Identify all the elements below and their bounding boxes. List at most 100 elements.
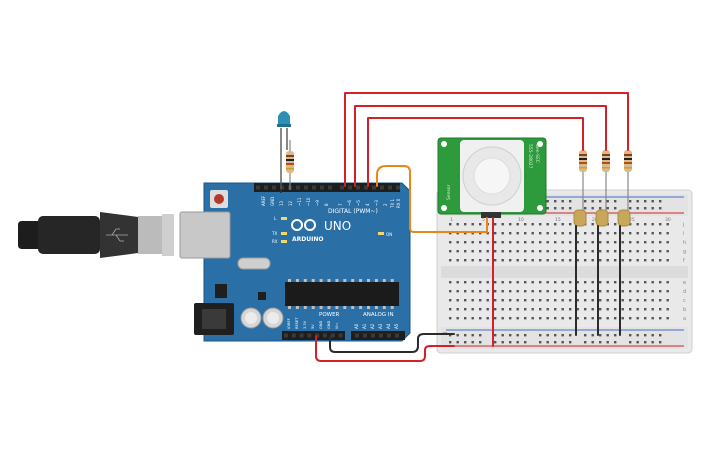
breadboard-hole [561, 250, 564, 253]
pin-label: A2 [370, 323, 375, 329]
breadboard-hole [554, 259, 557, 262]
breadboard-hole [621, 290, 624, 293]
rail-hole [636, 341, 639, 344]
breadboard-hole [546, 232, 549, 235]
power-pin-labels: IOREF RESET 3.3V 5V GND GND Vin [287, 317, 339, 329]
resistor-body [602, 150, 610, 172]
breadboard-hole [561, 299, 564, 302]
breadboard-hole [659, 308, 662, 311]
yellow-led[interactable] [617, 209, 631, 227]
breadboard-hole [494, 281, 497, 284]
breadboard-hole [539, 241, 542, 244]
breadboard-hole [636, 299, 639, 302]
column-number: 15 [555, 217, 561, 223]
usb-cable[interactable] [18, 212, 174, 258]
breadboard-hole [584, 232, 587, 235]
breadboard-hole [644, 259, 647, 262]
breadboard-hole [621, 250, 624, 253]
breadboard-hole [531, 317, 534, 320]
resistor[interactable] [286, 140, 294, 190]
usb-connector-tip [162, 214, 174, 256]
header-pin [338, 333, 343, 338]
resistor-band [602, 162, 610, 164]
breadboard-hole [456, 281, 459, 284]
breadboard-hole [606, 250, 609, 253]
breadboard-hole [561, 317, 564, 320]
breadboard-hole [591, 290, 594, 293]
resistor[interactable] [579, 148, 587, 212]
orange-wire[interactable] [376, 165, 488, 233]
breadboard-hole [494, 223, 497, 226]
breadboard-hole [539, 281, 542, 284]
breadboard-hole [486, 250, 489, 253]
breadboard-hole [636, 259, 639, 262]
header-pin [388, 185, 392, 190]
header-pin [371, 333, 375, 338]
rail-hole [524, 334, 527, 337]
breadboard-hole [651, 223, 654, 226]
breadboard-hole [584, 281, 587, 284]
rail-hole [501, 341, 504, 344]
chip-pin [311, 279, 315, 282]
rail-hole [591, 200, 594, 203]
red-wire[interactable] [367, 117, 584, 187]
rail-hole [456, 334, 459, 337]
breadboard-hole [524, 308, 527, 311]
breadboard-hole [629, 250, 632, 253]
rail-hole [591, 341, 594, 344]
resistor[interactable] [602, 148, 610, 212]
rail-hole [494, 341, 497, 344]
pin-label: GND [270, 197, 275, 206]
rail-hole [629, 200, 632, 203]
rail-hole [659, 341, 662, 344]
breadboard-hole [449, 317, 452, 320]
led-rx [281, 240, 287, 243]
chip-pin [343, 306, 347, 309]
breadboard-hole [486, 308, 489, 311]
rail-hole [606, 341, 609, 344]
pin-label: Vin [335, 323, 339, 329]
header-pin [395, 333, 399, 338]
yellow-led[interactable] [573, 209, 587, 227]
analog-header [351, 331, 405, 340]
breadboard-hole [599, 317, 602, 320]
arduino-uno-board[interactable]: AREF GND 13 12 ~11 ~10 ~9 8 7 ~6 ~5 4 ~3… [179, 182, 411, 342]
breadboard-hole [516, 281, 519, 284]
breadboard-hole [554, 250, 557, 253]
breadboard-hole [479, 223, 482, 226]
breadboard-hole [471, 299, 474, 302]
black-ground-wire[interactable] [329, 333, 455, 353]
analog-pin-labels: A0 A1 A2 A3 A4 A5 [354, 323, 399, 329]
breadboard-hole [561, 223, 564, 226]
chip-pin [351, 279, 355, 282]
rail-hole [449, 334, 452, 337]
breadboard-hole [486, 290, 489, 293]
breadboard-hole [501, 259, 504, 262]
mount-hole [441, 205, 447, 211]
red-wire[interactable] [354, 105, 607, 187]
resistor-body [286, 151, 294, 173]
breadboard-hole [509, 308, 512, 311]
reset-button-cap[interactable] [214, 194, 224, 204]
breadboard-hole [449, 281, 452, 284]
breadboard-hole [666, 317, 669, 320]
rail-hole [614, 200, 617, 203]
digital-pin-labels: AREF GND 13 12 ~11 ~10 ~9 8 7 ~6 ~5 4 ~3… [261, 195, 401, 209]
power-jack-inner [202, 309, 226, 329]
breadboard-hole [614, 259, 617, 262]
rail-hole [644, 341, 647, 344]
resistor[interactable] [624, 148, 632, 212]
resistor-band [602, 167, 610, 169]
small-chip [258, 292, 266, 300]
blue-led[interactable] [277, 111, 291, 190]
red-power-wire[interactable] [315, 335, 455, 362]
breadboard-hole [621, 241, 624, 244]
breadboard-hole [509, 281, 512, 284]
row-letters: j i h g f e d c b a [682, 222, 686, 322]
yellow-led[interactable] [595, 209, 609, 227]
rail-hole [546, 334, 549, 337]
pir-motion-sensor[interactable]: Sensor Sen-SEC 555-28027 [437, 137, 547, 218]
red-wire[interactable] [344, 92, 629, 187]
breadboard-hole [509, 232, 512, 235]
breadboard-hole [464, 317, 467, 320]
